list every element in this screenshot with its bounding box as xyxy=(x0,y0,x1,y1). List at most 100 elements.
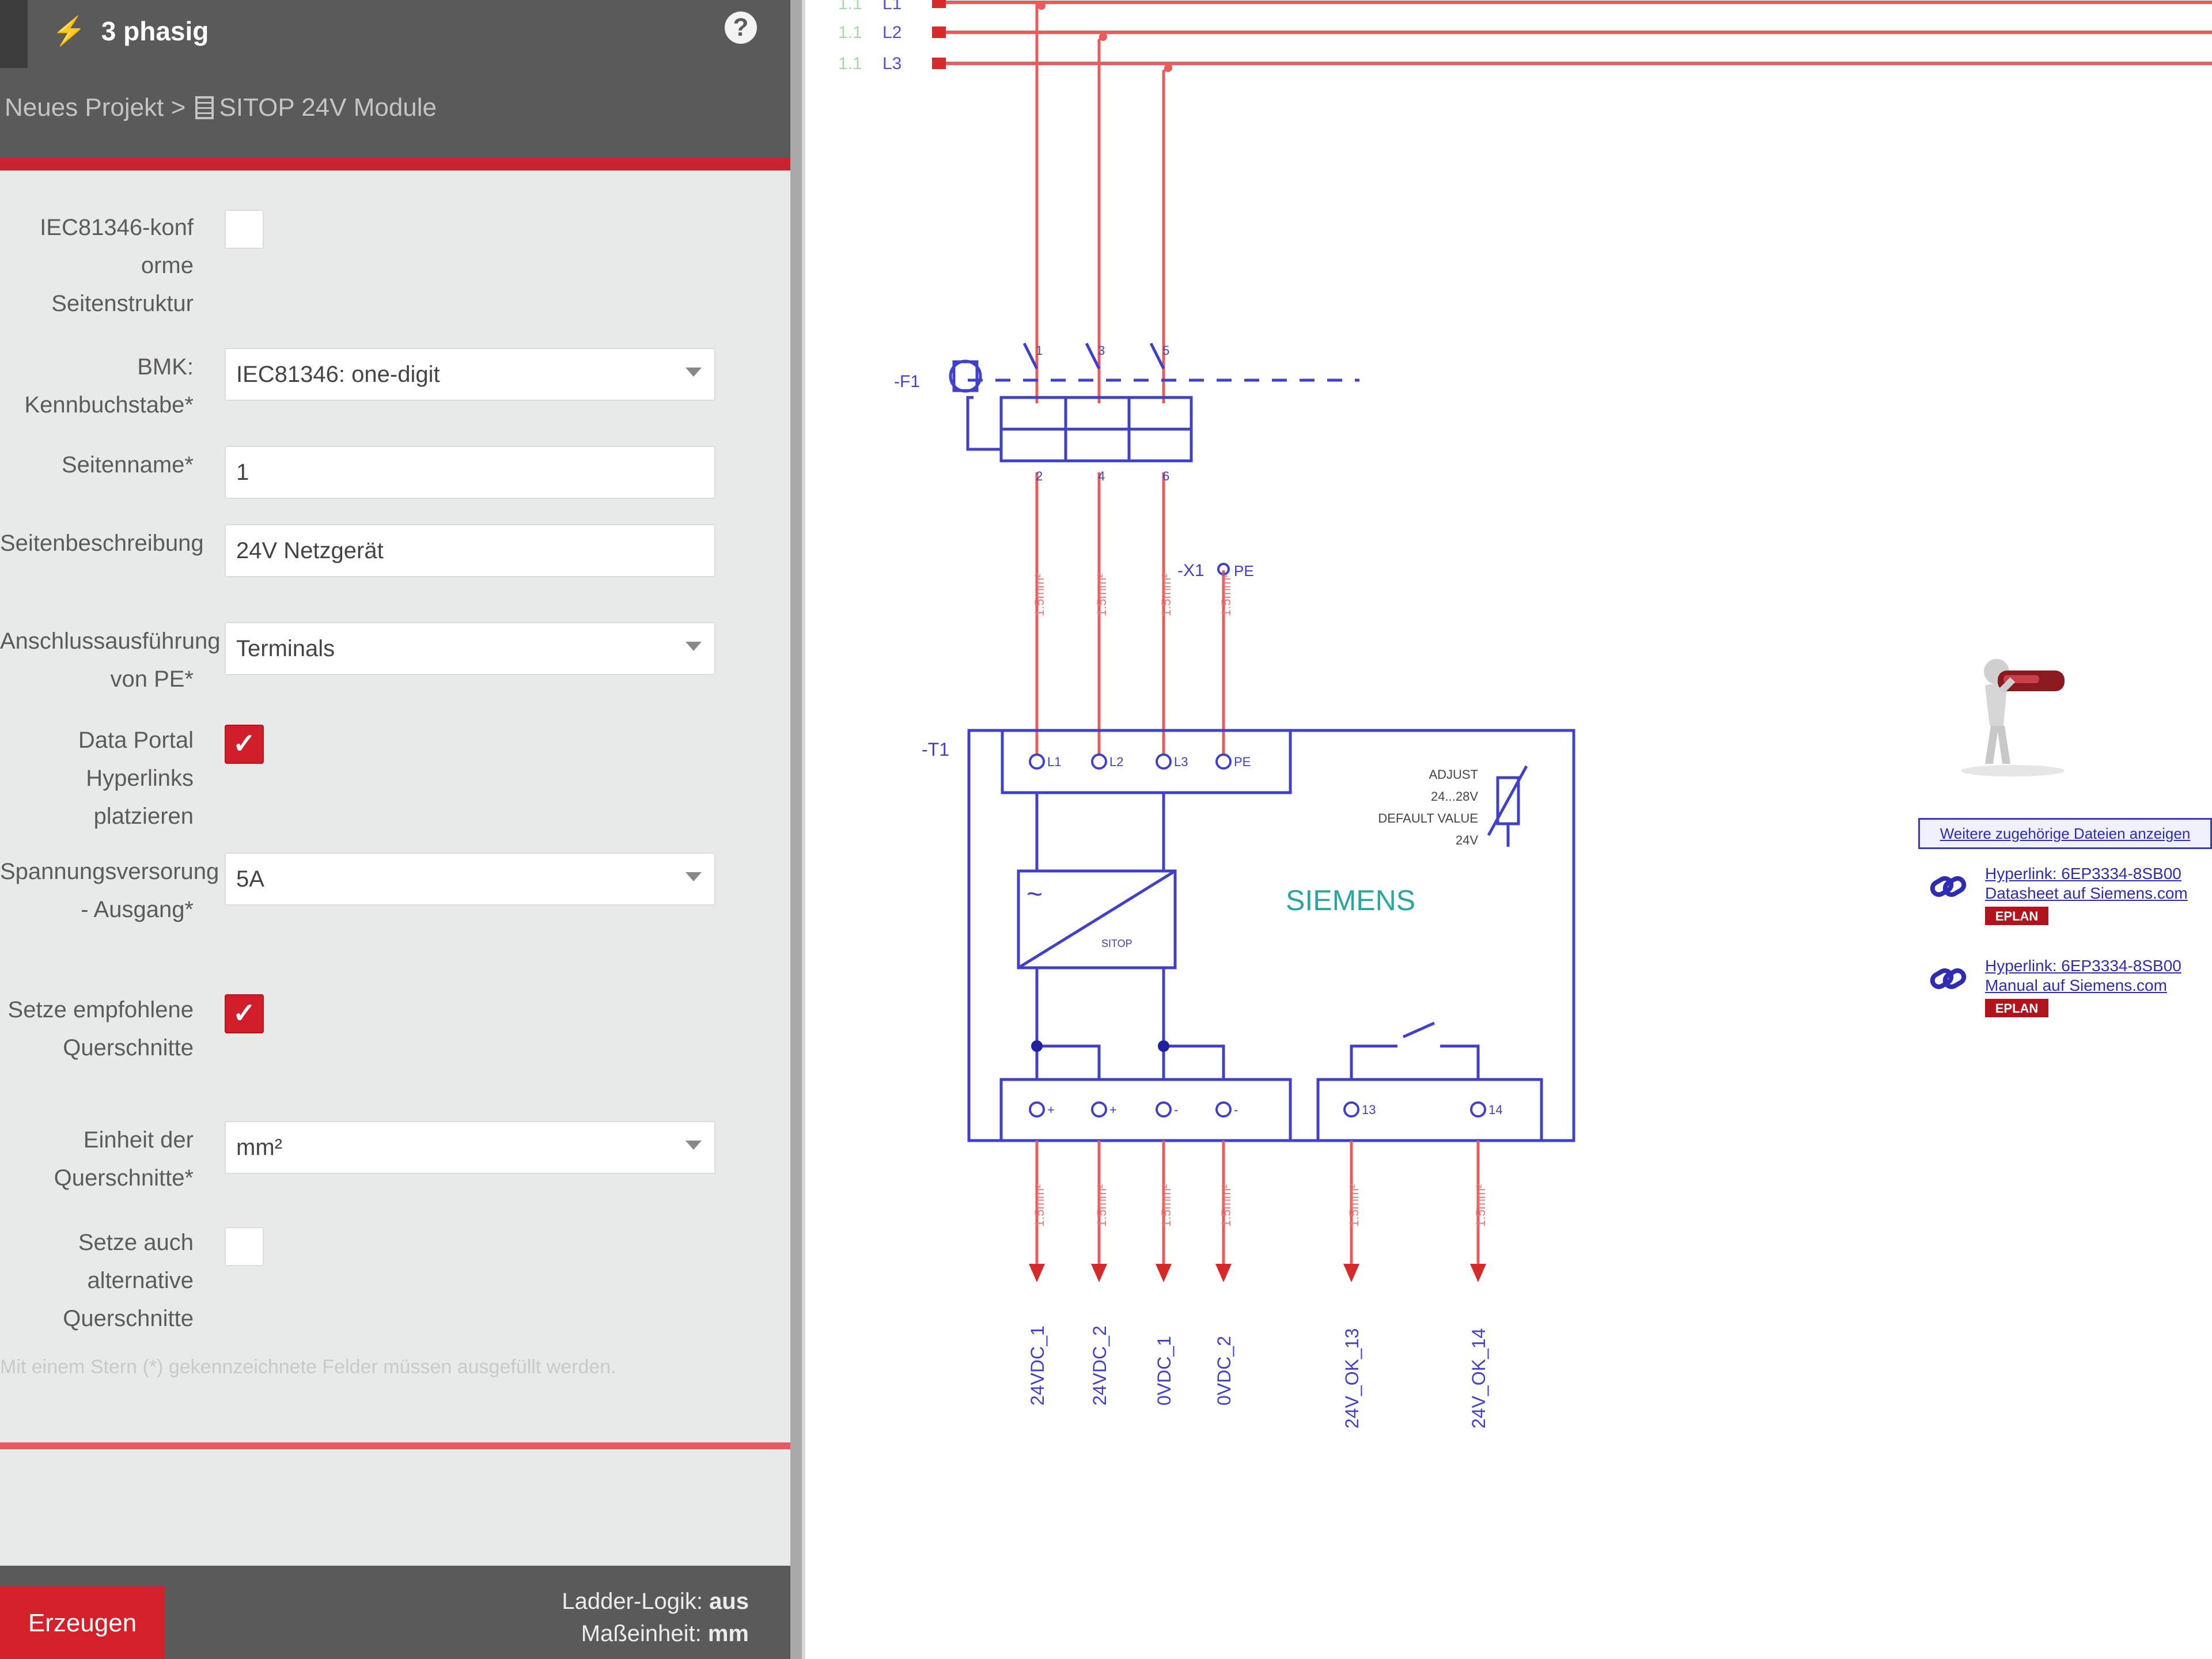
converter-sub: SITOP xyxy=(1101,938,1132,949)
link-icon xyxy=(1930,876,1967,897)
terminal-labels: L1 L2 L3 PE + + - - 13 14 xyxy=(1047,755,1502,1117)
wire-label: 1.5mm² xyxy=(1032,1184,1047,1227)
field-label: Anschlussausführung von PE* xyxy=(0,628,221,692)
chevron-down-icon xyxy=(685,368,702,377)
unit-label: Maßeinheit: xyxy=(581,1621,702,1646)
circuit-breaker-f1[interactable] xyxy=(949,342,1359,463)
dc-node xyxy=(1031,1040,1169,1052)
terminal-label: L1 xyxy=(1047,755,1061,769)
configuration-panel: ⚡ 3 phasig ? Neues Projekt > SITOP 24V Mo… xyxy=(0,0,790,1659)
page-name-input[interactable] xyxy=(225,446,715,499)
bus-lines xyxy=(945,1,2212,65)
pin-label: 3 xyxy=(1098,343,1105,358)
generate-button[interactable]: Erzeugen xyxy=(0,1586,165,1659)
breadcrumb-page: SITOP 24V Module xyxy=(219,93,437,122)
hyperlink-text[interactable]: Hyperlink: 6EP3334-8SB00 Datasheet auf S… xyxy=(1985,864,2188,903)
iec-structure-checkbox[interactable] xyxy=(225,210,264,249)
data-portal-checkbox[interactable]: ✓ xyxy=(225,725,264,764)
potential-label[interactable]: 24V_OK_14 xyxy=(1468,1328,1489,1429)
panel-footer: Erzeugen Ladder-Logik: aus Maßeinheit: m… xyxy=(0,1566,790,1659)
hyperlink-title: Hyperlink: 6EP3334-8SB00 xyxy=(1985,865,2181,882)
field-label: Setze auch alternative Querschnitte xyxy=(63,1230,194,1331)
siemens-logo: SIEMENS xyxy=(1286,884,1415,916)
adjust-line: 24...28V xyxy=(1431,789,1478,804)
ladder-label: Ladder-Logik: xyxy=(562,1589,703,1614)
bus-prefix: 1.1 xyxy=(838,54,862,73)
field-label: Einheit der Querschnitte* xyxy=(54,1127,194,1191)
potential-label[interactable]: 24VDC_1 xyxy=(1027,1325,1048,1406)
page-title: ⚡ 3 phasig xyxy=(52,8,209,54)
select-value: IEC81346: one-digit xyxy=(236,362,440,387)
breadcrumb: Neues Projekt > SITOP 24V Module xyxy=(5,88,437,128)
converter-symbol: ~ xyxy=(1027,879,1043,910)
wire-labels: 1.5mm² 1.5mm² 1.5mm² 1.5mm² xyxy=(1032,573,1233,616)
help-icon[interactable]: ? xyxy=(725,12,757,44)
fuse-tag: -F1 xyxy=(894,372,920,391)
select-value: 5A xyxy=(236,866,264,892)
header-accent xyxy=(0,0,28,68)
schematic-canvas[interactable]: 1.1 1.1 1.1 L1 L2 L3 xyxy=(805,0,2212,1659)
page-description-input[interactable] xyxy=(225,524,715,577)
adjust-line: ADJUST xyxy=(1429,767,1478,782)
wire-label: 1.5mm² xyxy=(1347,1184,1361,1227)
hyperlink-sub: Manual auf Siemens.com xyxy=(1985,976,2167,994)
cross-section-unit-select[interactable]: mm² xyxy=(225,1121,715,1174)
pe-terminal-x1[interactable]: -X1 PE xyxy=(1177,561,1254,580)
wire-label: 1.5mm² xyxy=(1219,573,1233,616)
hyperlink-entry[interactable]: Hyperlink: 6EP3334-8SB00 Datasheet auf S… xyxy=(1930,864,2212,933)
wire-label: 1.5mm² xyxy=(1219,1184,1233,1227)
bus-markers xyxy=(932,0,946,69)
bus-prefix: 1.1 xyxy=(838,23,862,42)
module-tag: -T1 xyxy=(922,739,949,760)
ladder-value: aus xyxy=(709,1589,749,1614)
output-arrows xyxy=(1029,1264,1486,1282)
title-text: 3 phasig xyxy=(101,16,209,46)
pe-connection-select[interactable]: Terminals xyxy=(225,622,715,675)
alternative-cross-sections-checkbox[interactable] xyxy=(225,1227,264,1266)
wire-label: 1.5mm² xyxy=(1094,1184,1109,1227)
field-label: Setze empfohlene Querschnitte xyxy=(7,997,194,1060)
potential-label[interactable]: 0VDC_1 xyxy=(1154,1336,1175,1406)
lightning-icon: ⚡ xyxy=(52,16,86,47)
wire-label: 1.5mm² xyxy=(1159,573,1173,616)
potential-label[interactable]: 24V_OK_13 xyxy=(1342,1328,1362,1429)
wire-label: 1.5mm² xyxy=(1094,573,1109,616)
power-output-select[interactable]: 5A xyxy=(225,853,715,906)
bus-labels: 1.1 1.1 1.1 L1 L2 L3 xyxy=(838,0,902,73)
panel-header: ⚡ 3 phasig ? Neues Projekt > SITOP 24V Mo… xyxy=(0,0,790,171)
panel-resize-handle[interactable] xyxy=(790,0,802,1659)
potential-label[interactable]: 0VDC_2 xyxy=(1214,1336,1234,1406)
pe-tag: -X1 xyxy=(1177,561,1205,580)
power-supply-t1[interactable] xyxy=(967,729,1575,1142)
terminal-circles xyxy=(1029,753,1486,1118)
terminal-label: 13 xyxy=(1362,1103,1376,1117)
feeder-junctions xyxy=(1037,2,1172,72)
select-value: mm² xyxy=(236,1135,282,1160)
hyperlink-sub: Datasheet auf Siemens.com xyxy=(1985,884,2188,902)
adjust-text: ADJUST 24...28V DEFAULT VALUE 24V xyxy=(1378,767,1478,847)
show-related-files-button[interactable]: Weitere zugehörige Dateien anzeigen xyxy=(1918,818,2212,849)
potential-label[interactable]: 24VDC_2 xyxy=(1089,1325,1110,1406)
terminal-label: 14 xyxy=(1488,1103,1502,1117)
field-label: BMK: Kennbuchstabe* xyxy=(24,354,194,418)
hyperlink-text[interactable]: Hyperlink: 6EP3334-8SB00 Manual auf Siem… xyxy=(1985,956,2181,995)
chevron-down-icon xyxy=(685,872,702,881)
page-icon xyxy=(195,96,214,119)
bmk-select[interactable]: IEC81346: one-digit xyxy=(225,348,715,401)
panel-divider xyxy=(0,1442,790,1449)
breadcrumb-project[interactable]: Neues Projekt xyxy=(5,93,164,122)
output-wire-labels: 1.5mm² 1.5mm² 1.5mm² 1.5mm² 1.5mm² 1.5mm… xyxy=(1032,1184,1488,1227)
potential-labels: 24VDC_1 24VDC_2 0VDC_1 0VDC_2 24V_OK_13 … xyxy=(1027,1325,1489,1429)
hyperlink-entry[interactable]: Hyperlink: 6EP3334-8SB00 Manual auf Siem… xyxy=(1930,956,2212,1025)
field-label: Data Portal Hyperlinks platzieren xyxy=(78,728,194,829)
pin-label: 1 xyxy=(1036,343,1043,358)
unit-status: Maßeinheit: mm xyxy=(581,1621,749,1647)
person-carrying-icon xyxy=(1961,659,2065,777)
side-links-area: Weitere zugehörige Dateien anzeigen Hype… xyxy=(1895,645,2212,1048)
adjust-line: 24V xyxy=(1456,833,1478,847)
adjust-line: DEFAULT VALUE xyxy=(1378,811,1478,825)
bus-label-l2: L2 xyxy=(882,23,902,42)
recommended-cross-sections-checkbox[interactable]: ✓ xyxy=(225,994,264,1033)
hyperlink-title: Hyperlink: 6EP3334-8SB00 xyxy=(1985,957,2181,975)
field-label: Spannungsversorung - Ausgang* xyxy=(0,859,219,922)
